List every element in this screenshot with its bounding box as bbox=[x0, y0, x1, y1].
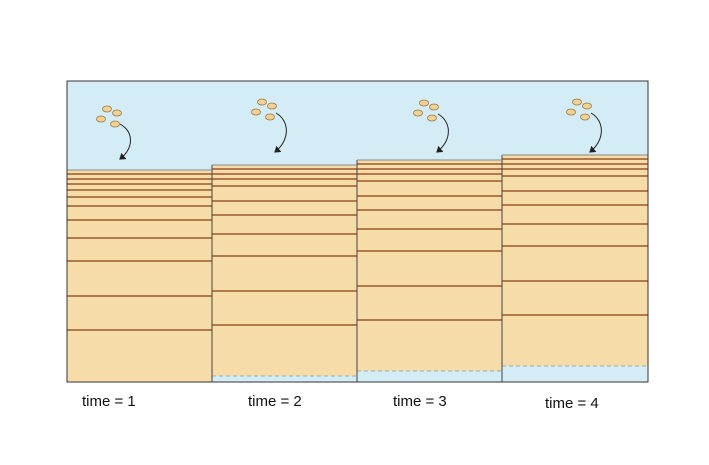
curved-arrow-icon bbox=[274, 112, 287, 153]
curved-arrow-icon bbox=[589, 112, 602, 153]
panel-time-3 bbox=[356, 99, 503, 383]
settling-particles-icon bbox=[566, 98, 592, 121]
sediment-surfaces bbox=[67, 154, 648, 171]
sediment-column bbox=[67, 170, 212, 382]
panel-time-4 bbox=[501, 98, 649, 383]
layer-lines bbox=[67, 173, 212, 331]
time-label-2: time = 2 bbox=[248, 393, 302, 410]
sediment-column bbox=[502, 155, 648, 366]
compacted-zone bbox=[501, 365, 649, 383]
sediment-column bbox=[212, 165, 357, 376]
layer-lines bbox=[502, 158, 648, 316]
compacted-zone bbox=[356, 370, 503, 383]
time-label-1: time = 1 bbox=[82, 393, 136, 410]
column-dividers bbox=[211, 155, 503, 382]
time-label-4: time = 4 bbox=[545, 395, 599, 412]
curved-arrow-icon bbox=[436, 113, 449, 153]
settling-particles-icon bbox=[251, 98, 277, 121]
diagram-frame bbox=[66, 80, 649, 383]
sediment-column bbox=[357, 160, 502, 371]
layer-lines bbox=[357, 163, 502, 321]
settling-particles-icon bbox=[413, 99, 439, 122]
compacted-zone bbox=[211, 375, 358, 383]
time-label-3: time = 3 bbox=[393, 393, 447, 410]
panel-time-1 bbox=[67, 105, 212, 382]
panel-time-2 bbox=[211, 98, 358, 383]
settling-particles-icon bbox=[96, 105, 122, 128]
curved-arrow-icon bbox=[119, 123, 131, 160]
layer-lines bbox=[212, 168, 357, 326]
